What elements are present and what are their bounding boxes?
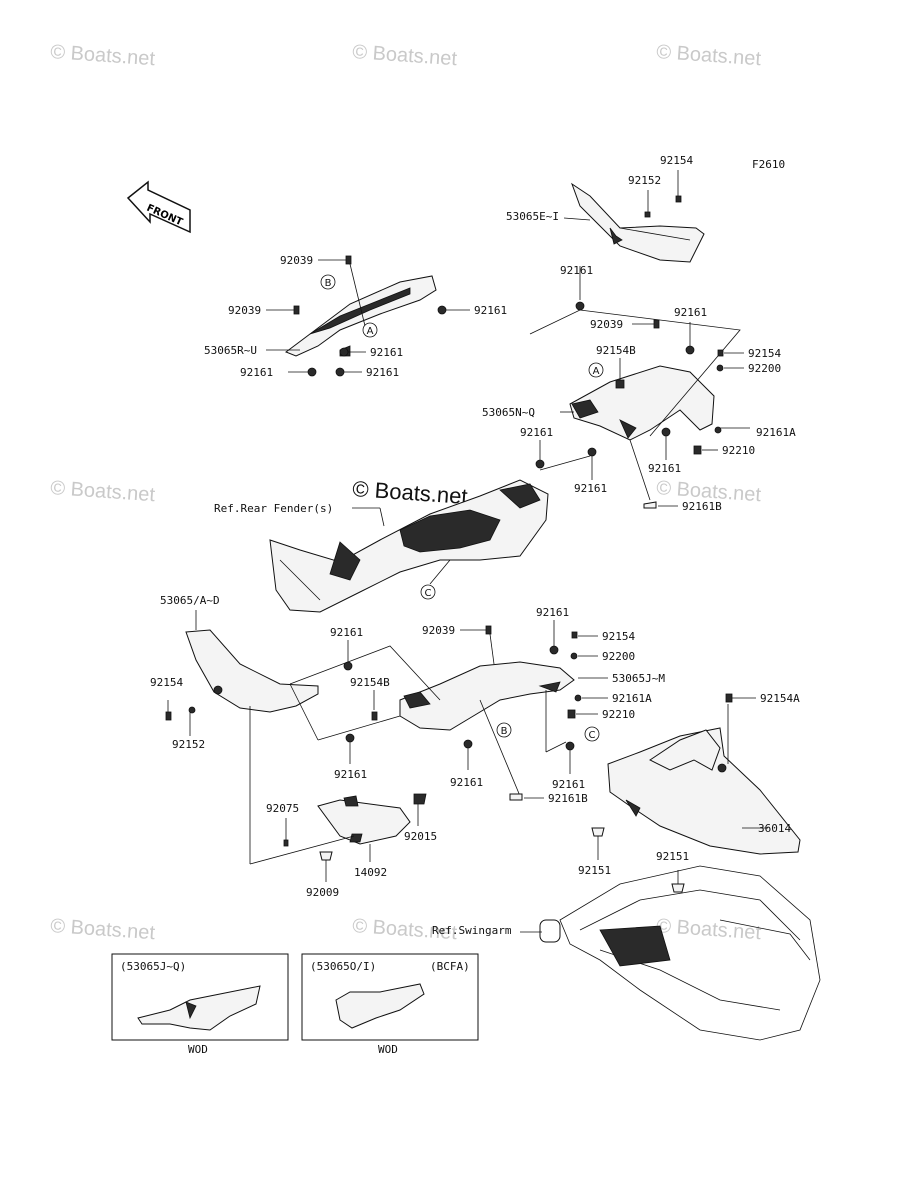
label-92161: 92161 xyxy=(648,462,681,475)
inset-variant-2: (BCFA) xyxy=(430,960,470,973)
label-14092: 14092 xyxy=(354,866,387,879)
watermark: © Boats.net xyxy=(50,477,157,506)
cover-53065n-q xyxy=(569,365,715,441)
watermark: © Boats.net xyxy=(352,41,459,70)
label-92161: 92161 xyxy=(552,778,585,791)
center-watermark: © Boats.net xyxy=(352,476,469,509)
cover-53065e-i xyxy=(571,182,705,263)
circle-ref-c: C xyxy=(425,588,432,599)
ref-rear-fender: Ref.Rear Fender(s) xyxy=(214,502,333,515)
circle-ref-b: B xyxy=(325,278,332,289)
label-92039: 92039 xyxy=(280,254,313,267)
label-92154a: 92154A xyxy=(760,692,800,705)
label-92152: 92152 xyxy=(628,174,661,187)
inset-title-2: (53065O/I) xyxy=(310,960,376,973)
label-36014: 36014 xyxy=(758,822,791,835)
label-92210: 92210 xyxy=(602,708,635,721)
label-92151: 92151 xyxy=(656,850,689,863)
label-92200: 92200 xyxy=(602,650,635,663)
circle-ref-b: B xyxy=(501,726,508,737)
label-92039: 92039 xyxy=(590,318,623,331)
label-92075: 92075 xyxy=(266,802,299,815)
figure-code: F2610 xyxy=(752,158,785,171)
label-92161a: 92161A xyxy=(756,426,796,439)
label-92161: 92161 xyxy=(330,626,363,639)
label-92154b: 92154B xyxy=(596,344,636,357)
circle-ref-a: A xyxy=(367,326,374,337)
label-92009: 92009 xyxy=(306,886,339,899)
label-92039: 92039 xyxy=(422,624,455,637)
inset-caption-2: WOD xyxy=(378,1043,398,1056)
inset-box-2: (53065O/I) (BCFA) WOD xyxy=(301,953,479,1056)
label-92152: 92152 xyxy=(172,738,205,751)
rear-fender xyxy=(269,479,549,613)
label-53065j-m: 53065J~M xyxy=(612,672,665,685)
watermark: © Boats.net xyxy=(656,41,763,70)
guard-14092 xyxy=(317,793,427,845)
label-92039: 92039 xyxy=(228,304,261,317)
watermark: © Boats.net xyxy=(50,915,157,944)
label-92200: 92200 xyxy=(748,362,781,375)
cover-53065j-m xyxy=(399,661,575,731)
label-92161: 92161 xyxy=(520,426,553,439)
label-92161: 92161 xyxy=(674,306,707,319)
inset-box-1: (53065J~Q) WOD xyxy=(111,953,289,1056)
label-92154: 92154 xyxy=(748,347,781,360)
label-92161: 92161 xyxy=(574,482,607,495)
label-92161b: 92161B xyxy=(548,792,588,805)
label-92154: 92154 xyxy=(660,154,693,167)
inset-title-1: (53065J~Q) xyxy=(120,960,186,973)
label-92161: 92161 xyxy=(450,776,483,789)
label-92161: 92161 xyxy=(366,366,399,379)
cover-53065-a-d xyxy=(185,629,319,713)
label-92161: 92161 xyxy=(334,768,367,781)
circle-ref-c: C xyxy=(589,730,596,741)
front-arrow-icon: FRONT xyxy=(126,180,191,234)
label-92161a: 92161A xyxy=(612,692,652,705)
label-92161: 92161 xyxy=(370,346,403,359)
label-53065n-q: 53065N~Q xyxy=(482,406,535,419)
watermark: © Boats.net xyxy=(50,41,157,70)
label-92015: 92015 xyxy=(404,830,437,843)
label-53065e-i: 53065E~I xyxy=(506,210,559,223)
label-92151: 92151 xyxy=(578,864,611,877)
label-53065r-u: 53065R~U xyxy=(204,344,257,357)
watermark: © Boats.net xyxy=(656,915,763,944)
label-92161b: 92161B xyxy=(682,500,722,513)
label-92154b: 92154B xyxy=(350,676,390,689)
ref-swingarm: Ref.Swingarm xyxy=(432,924,512,937)
circle-ref-a: A xyxy=(593,366,600,377)
label-92161: 92161 xyxy=(474,304,507,317)
inset-caption-1: WOD xyxy=(188,1043,208,1056)
cover-53065r-u xyxy=(284,275,437,357)
label-53065-a-d: 53065/A~D xyxy=(160,594,220,607)
label-92154: 92154 xyxy=(150,676,183,689)
label-92210: 92210 xyxy=(722,444,755,457)
label-92154: 92154 xyxy=(602,630,635,643)
label-92161: 92161 xyxy=(560,264,593,277)
swingarm xyxy=(539,865,821,1041)
chain-guard-36014 xyxy=(607,727,801,855)
label-92161: 92161 xyxy=(536,606,569,619)
label-92161: 92161 xyxy=(240,366,273,379)
